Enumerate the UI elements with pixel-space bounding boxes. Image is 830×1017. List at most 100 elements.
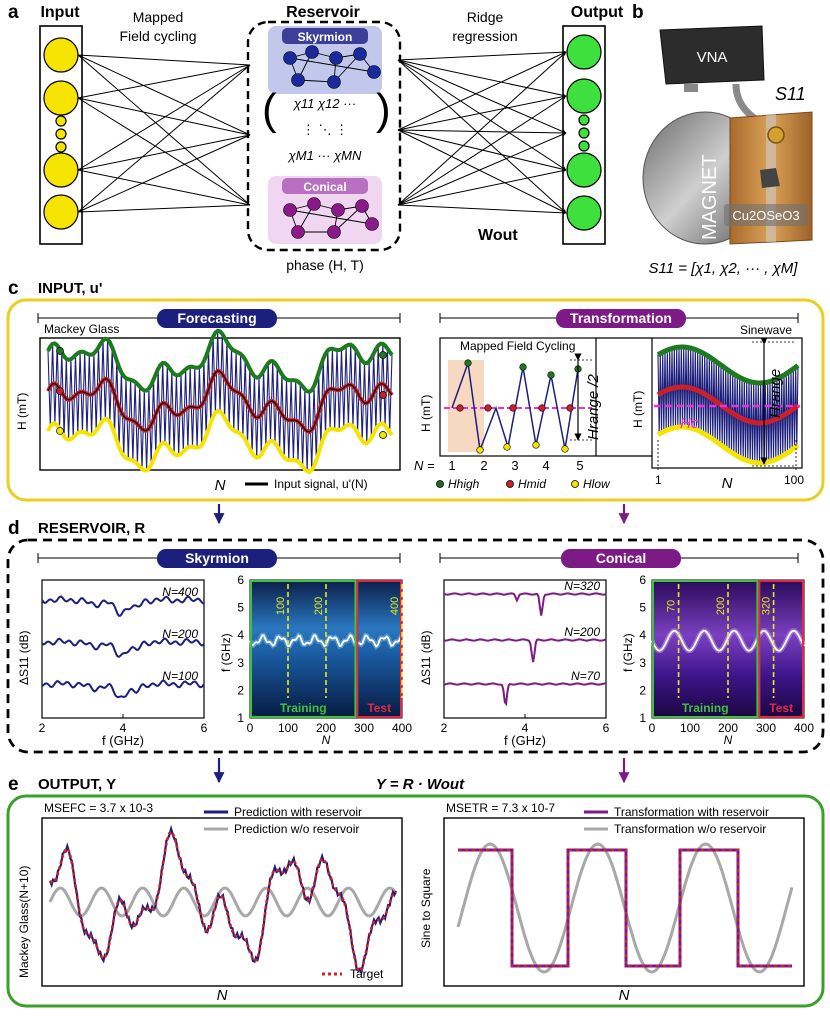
panel-b: b VNA S11 MAGNET Cu2OSeO3 S11 = [χ1, χ2,…: [632, 2, 813, 277]
mfc-n-tick: 4: [542, 458, 549, 473]
map-y-tick-label: 6: [639, 573, 646, 587]
n-prefix: N =: [414, 458, 435, 473]
mfc-signal: [444, 353, 592, 454]
sine-n-start: 1: [655, 473, 662, 487]
mapped-field-line2: Field cycling: [119, 28, 196, 44]
ridge-line2: regression: [452, 28, 517, 44]
output-title: Output: [571, 4, 624, 21]
con-badge: [561, 549, 681, 568]
output-node: [578, 114, 590, 126]
hrange-half-label: Hrange /2: [585, 373, 602, 440]
output-connections: [397, 50, 567, 215]
input-connection-line: [77, 134, 251, 171]
test-label: Test: [367, 701, 391, 715]
input-node: [43, 152, 79, 188]
legend-trans-without: Transformation w/o reservoir: [614, 822, 766, 836]
mfc-n-tick: 3: [511, 458, 518, 473]
map-x-tick-label: 400: [392, 721, 412, 735]
conical-network: [283, 197, 379, 239]
mackey-label: Mackey Glass: [44, 322, 119, 336]
mfc-n-tick: 2: [480, 458, 487, 473]
map-marker-label: 320: [761, 597, 773, 615]
map-x-tick-label: 200: [316, 721, 336, 735]
map-y-tick-label: 3: [639, 656, 646, 670]
forecast-high-trace: [46, 328, 394, 394]
input-panel-frame: [6, 298, 825, 502]
matrix-row1: χ11 χ12 ···: [293, 96, 356, 111]
mfc-low-marker: [476, 446, 484, 454]
input-connection-line: [77, 54, 251, 136]
spectrum-label: N=320: [564, 579, 600, 593]
spectrum-label: N=200: [564, 625, 600, 639]
map-y-tick-label: 1: [237, 711, 244, 725]
matrix-right-paren: ): [376, 85, 391, 134]
mfc-high-marker: [547, 371, 555, 379]
map-band: [651, 629, 805, 652]
spectrum-trace: [41, 679, 205, 699]
mfc-low-marker: [503, 443, 511, 451]
training-label: Training: [682, 701, 729, 715]
reservoir-node: [355, 199, 369, 213]
output-node: [566, 195, 602, 231]
test-box: [356, 580, 402, 718]
reservoir-node: [353, 47, 367, 61]
map-marker-label: 100: [275, 597, 287, 615]
fc-output-series: [48, 824, 398, 976]
s11-equation: S11 = [χ1, χ2, ··· , χM]: [649, 260, 799, 277]
map-x-tick-label: 400: [794, 721, 814, 735]
forecast-endpoint-marker: [379, 391, 387, 399]
input-connection-line: [77, 204, 251, 213]
s11-label: S11: [775, 84, 806, 104]
ridge-line1: Ridge: [467, 9, 504, 25]
output-connection-line: [397, 51, 567, 206]
map-y-tick-label: 3: [237, 656, 244, 670]
reservoir-node: [327, 75, 341, 89]
reservoir-node: [307, 197, 321, 211]
map-marker-label: 200: [313, 597, 325, 615]
forecast-input-trace: [47, 370, 393, 433]
hc-label: Hc: [680, 415, 699, 432]
input-node: [55, 128, 67, 140]
output-node: [566, 78, 602, 114]
panel-d-letter: d: [8, 518, 20, 539]
input-connection-line: [77, 54, 251, 206]
mfc-low-marker: [561, 445, 569, 453]
reservoir-edge: [289, 208, 373, 225]
con-badge-label: Conical: [596, 550, 647, 566]
magnet-label: MAGNET: [699, 154, 721, 240]
map-x-tick-label: 200: [718, 721, 738, 735]
material-label-bg: [724, 204, 808, 226]
legend-low-marker: [571, 480, 579, 488]
map-marker-label: 70: [666, 600, 678, 612]
conical-badge: [282, 178, 368, 194]
map-x-tick-label: 0: [247, 721, 254, 735]
map-band: [249, 633, 403, 648]
sine-square-axis: Sine to Square: [419, 868, 433, 948]
con-map-n-axis: N: [724, 733, 733, 747]
legend-low: Hlow: [583, 477, 611, 491]
sine-n-axis: N: [722, 475, 733, 492]
output-connection-line: [397, 132, 567, 206]
test-box: [758, 580, 805, 718]
mfc-h-axis: H (mT): [419, 395, 433, 432]
reservoir-node: [283, 51, 297, 65]
map-y-tick-label: 4: [639, 628, 646, 642]
sky-map-f-axis: f (GHz): [219, 633, 233, 672]
legend-mid-marker: [506, 480, 514, 488]
output-connection-line: [397, 129, 567, 135]
legend-trans-with: Transformation with reservoir: [614, 805, 769, 819]
reservoir-node: [291, 225, 305, 239]
mfc-title: Mapped Field Cycling: [460, 339, 575, 353]
map-x-tick-label: 0: [649, 721, 656, 735]
reservoir-node: [329, 51, 343, 65]
panel-e: e OUTPUT, Y Y = R · Wout MSEFC = 3.7 x 1…: [6, 774, 825, 1008]
output-node: [578, 140, 590, 152]
training-label: Training: [280, 701, 327, 715]
spectrum-trace: [443, 638, 607, 663]
hrange-label: Hrange: [767, 369, 784, 418]
skyrmion-badge: [282, 28, 368, 44]
spectra-x-tick-label: 2: [39, 721, 46, 735]
